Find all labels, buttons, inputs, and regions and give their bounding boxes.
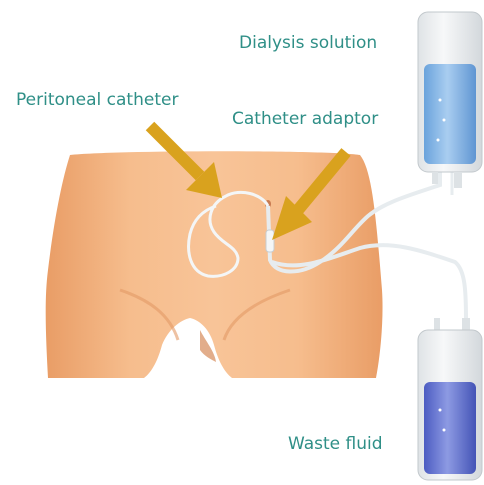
label-dialysis-solution: Dialysis solution — [239, 35, 377, 52]
waste-fluid-bag — [418, 318, 482, 480]
catheter-adaptor — [266, 230, 274, 252]
dialysis-solution-bag — [418, 12, 482, 188]
label-catheter-adaptor: Catheter adaptor — [232, 111, 378, 128]
label-waste-fluid: Waste fluid — [288, 436, 383, 453]
label-peritoneal-catheter: Peritoneal catheter — [16, 92, 178, 109]
